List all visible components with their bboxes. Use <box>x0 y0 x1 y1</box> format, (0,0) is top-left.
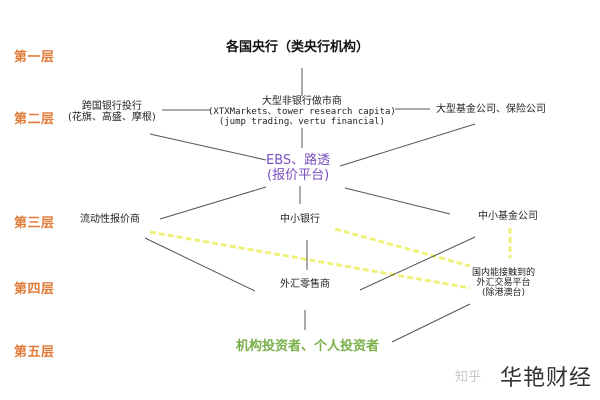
node-platform-name: EBS、路透 <box>266 153 331 168</box>
layer-label-1: 第一层 <box>14 50 55 65</box>
node-small-funds: 中小基金公司 <box>478 211 538 222</box>
node-investors: 机构投资者、个人投资者 <box>236 339 380 354</box>
node-nonbank-examples-1: (XTXMarkets、tower research capita) <box>208 107 396 117</box>
highlight-lines <box>149 227 512 290</box>
node-domestic-platform: 国内能接触到的 外汇交易平台 (除港澳台) <box>472 268 535 298</box>
node-interbank-name: 跨国银行投行 <box>81 101 142 112</box>
node-domestic-line3: (除港澳台) <box>481 288 526 298</box>
node-quote-platform: EBS、路透 (报价平台) <box>266 153 330 183</box>
layer-label-4: 第四层 <box>14 282 55 297</box>
node-small-banks: 中小银行 <box>280 214 320 225</box>
layer-label-5: 第五层 <box>14 345 55 360</box>
node-interbank-examples: (花旗、高盛、摩根) <box>68 112 156 123</box>
watermark-brand: 华艳财经 <box>500 366 593 391</box>
node-nonbank-examples-2: (jump trading、vertu financial) <box>218 117 385 127</box>
layer-label-3: 第三层 <box>14 216 55 231</box>
node-liquidity-providers: 流动性报价商 <box>80 214 140 225</box>
watermark-source: 知乎 <box>455 370 482 385</box>
node-large-funds: 大型基金公司、保险公司 <box>436 104 546 115</box>
node-nonbank-market-makers: 大型非银行做市商 (XTXMarkets、tower research capi… <box>208 96 396 127</box>
node-interbank: 跨国银行投行 (花旗、高盛、摩根) <box>68 101 156 123</box>
node-domestic-line1: 国内能接触到的 <box>472 268 536 278</box>
node-central-banks: 各国央行（类央行机构） <box>226 40 370 55</box>
node-nonbank-name: 大型非银行做市商 <box>261 96 342 107</box>
layer-label-2: 第二层 <box>14 112 55 127</box>
node-retail-fx: 外汇零售商 <box>280 279 330 290</box>
node-domestic-line2: 外汇交易平台 <box>476 278 531 288</box>
node-platform-desc: (报价平台) <box>267 168 330 183</box>
